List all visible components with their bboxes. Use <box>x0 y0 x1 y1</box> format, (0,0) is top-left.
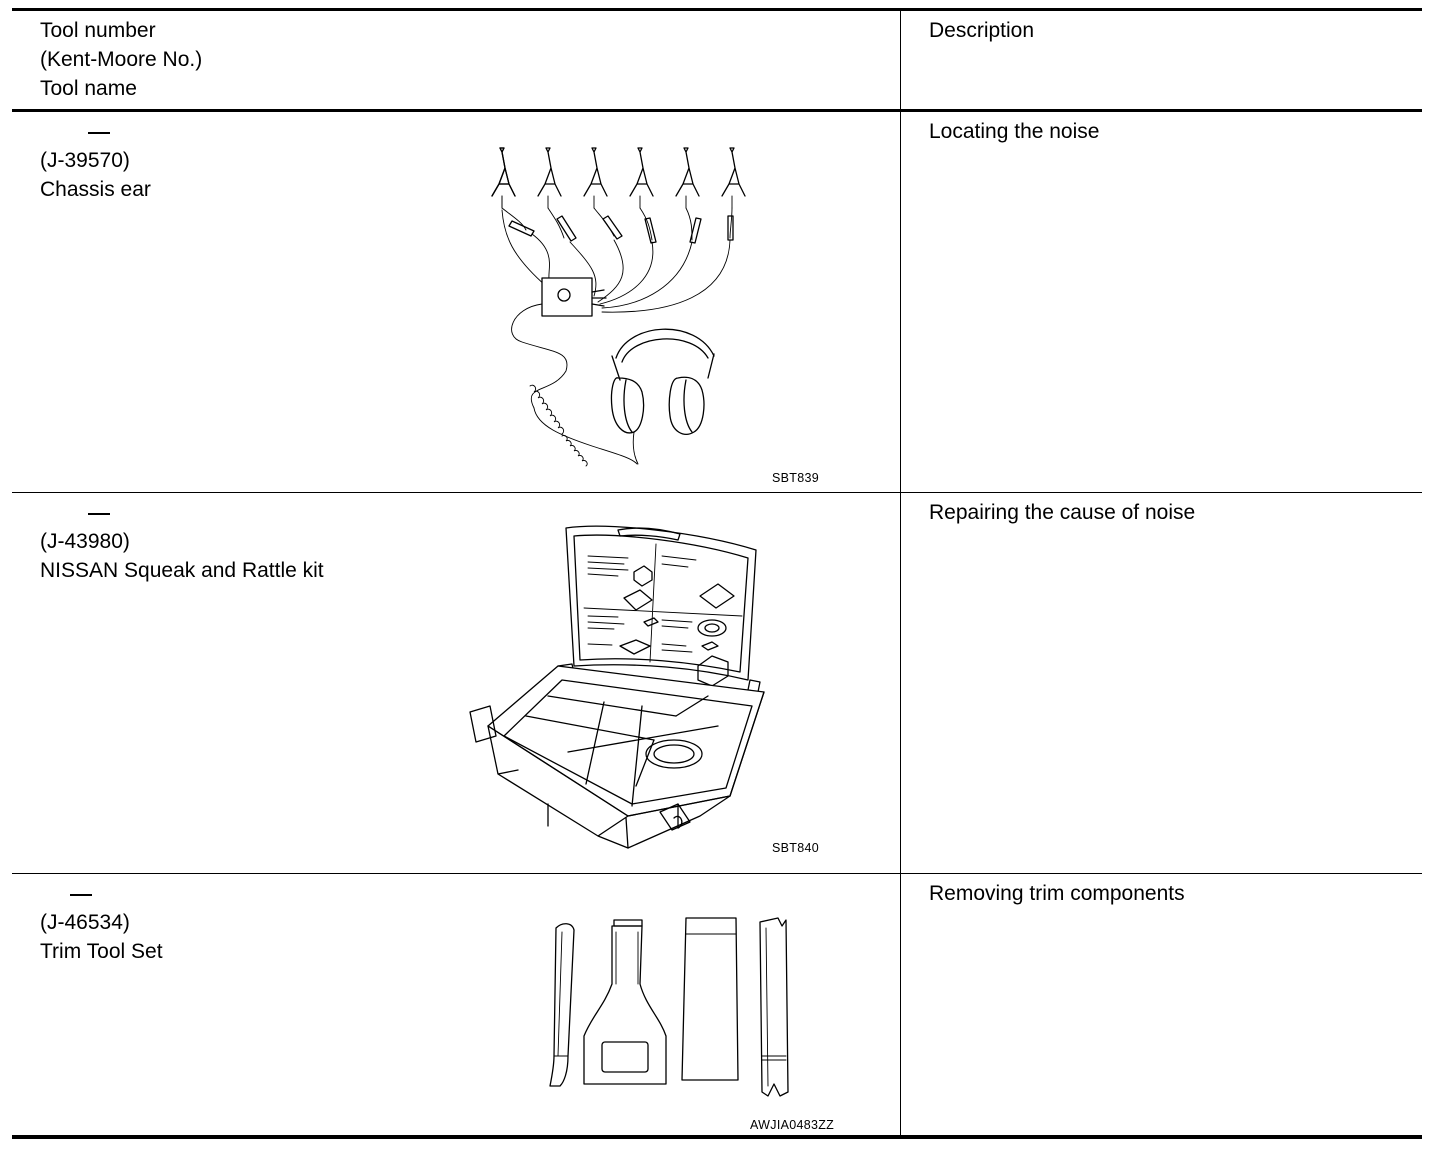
figure-label: SBT840 <box>772 841 819 855</box>
header-tool-number: Tool number <box>40 19 156 42</box>
squeak-rattle-kit-illustration: SBT840 <box>448 516 828 866</box>
trim-tool-set-illustration: AWJIA0483ZZ <box>542 906 852 1132</box>
tool-number-dash <box>88 132 110 134</box>
tool-name: Trim Tool Set <box>40 940 163 963</box>
kent-moore-number: (J-43980) <box>40 530 130 553</box>
tool-number-dash <box>88 513 110 515</box>
chassis-ear-illustration: SBT839 <box>482 146 822 486</box>
tool-name: NISSAN Squeak and Rattle kit <box>40 559 324 582</box>
table-top-rule <box>12 8 1422 11</box>
figure-label: SBT839 <box>772 471 819 485</box>
column-divider <box>900 8 901 1139</box>
row-divider-1 <box>12 492 1422 493</box>
tool-name: Chassis ear <box>40 178 151 201</box>
header-tool-column: Tool number (Kent-Moore No.) Tool name <box>40 16 202 103</box>
special-tools-table: Tool number (Kent-Moore No.) Tool name D… <box>12 8 1422 1139</box>
header-bottom-rule <box>12 109 1422 112</box>
tool-number-dash <box>70 894 92 896</box>
tool-description: Locating the noise <box>929 120 1100 143</box>
tool-description: Repairing the cause of noise <box>929 501 1196 524</box>
tool-description: Removing trim components <box>929 882 1185 905</box>
header-description: Description <box>929 19 1035 42</box>
header-tool-name: Tool name <box>40 77 137 100</box>
row-divider-2 <box>12 873 1422 874</box>
kent-moore-number: (J-39570) <box>40 149 130 172</box>
header-kent-moore: (Kent-Moore No.) <box>40 48 203 71</box>
kent-moore-number: (J-46534) <box>40 911 130 934</box>
table-bottom-rule <box>12 1135 1422 1139</box>
figure-label: AWJIA0483ZZ <box>750 1118 835 1132</box>
